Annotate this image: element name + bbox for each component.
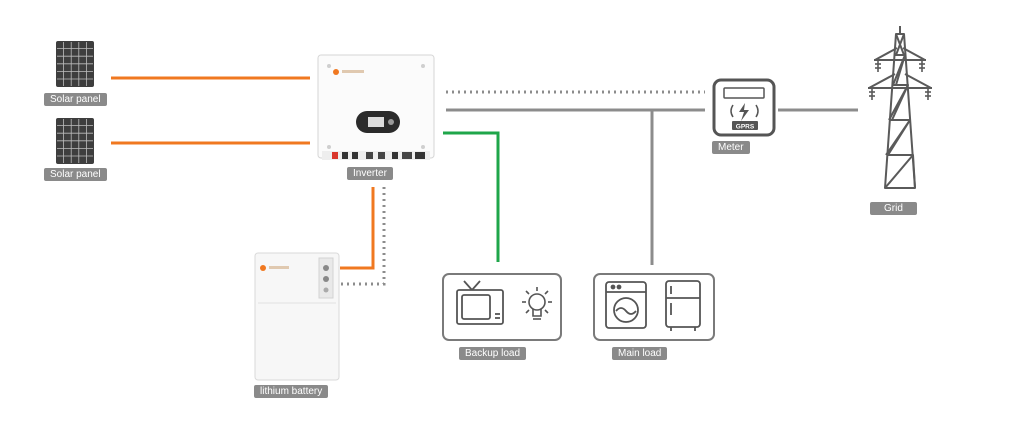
main-load-box: [593, 273, 715, 341]
battery-comm-line: [340, 187, 386, 286]
tv-icon: [456, 280, 504, 325]
backup-load-line: [443, 131, 500, 262]
smart-meter-icon: GPRS: [712, 78, 776, 137]
main-load-label: Main load: [612, 347, 668, 360]
backup-load-label: Backup load: [459, 347, 527, 360]
inverter-icon: [317, 54, 435, 160]
battery-power-line: [340, 187, 375, 270]
solar-panel-icon: [56, 41, 94, 87]
solar-panel-icon: [56, 118, 94, 164]
transmission-tower-icon: [868, 26, 932, 189]
meter-gprs-text: GPRS: [736, 124, 755, 131]
refrigerator-icon: [665, 280, 701, 331]
light-bulb-icon: [522, 287, 552, 320]
inverter-label: Inverter: [347, 167, 393, 180]
connections: [111, 76, 858, 286]
washing-machine-icon: [605, 281, 647, 329]
battery-label: lithium battery: [254, 385, 329, 398]
backup-load-box: [442, 273, 562, 341]
battery-icon: [254, 252, 340, 381]
meter-label: Meter: [712, 141, 750, 154]
solar-panel-label-bottom: Solar panel: [44, 168, 107, 181]
grid-label: Grid: [870, 202, 917, 215]
solar-panel-label-top: Solar panel: [44, 93, 107, 106]
